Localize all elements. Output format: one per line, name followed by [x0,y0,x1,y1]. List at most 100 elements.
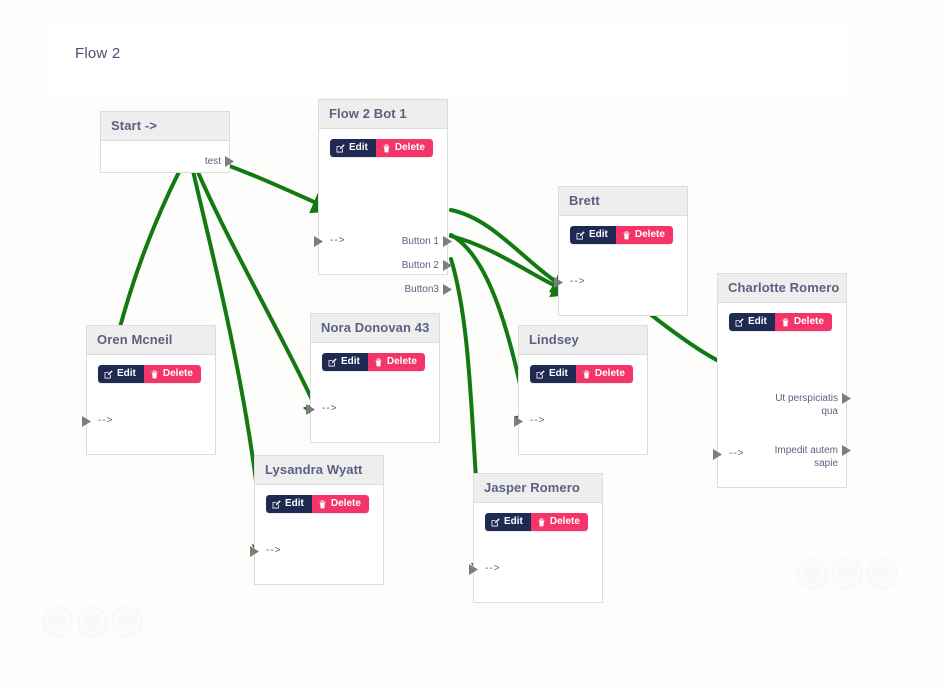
trash-icon [383,143,390,152]
port-connector-icon [842,393,851,404]
port-connector-icon [842,445,851,456]
node-body: Edit Delete --> [250,485,383,585]
flow-edge[interactable] [449,208,576,295]
node-input-port[interactable]: --> [570,276,586,287]
pencil-square-icon [576,230,585,239]
node-action-row: Edit Delete [485,513,588,531]
delete-button[interactable]: Delete [311,495,369,513]
node-input-port[interactable]: --> [485,563,501,574]
node-output-port[interactable]: Ut perspiciatis qua [775,393,838,417]
port-connector-icon [443,284,452,295]
edit-button[interactable]: Edit [266,495,312,513]
edit-button[interactable]: Edit [729,313,775,331]
delete-button[interactable]: Delete [375,139,433,157]
node-output-port[interactable]: Button3 [404,284,439,295]
edit-button[interactable]: Edit [98,365,144,383]
node-output-port[interactable]: Impedit autem sapie [774,445,838,469]
delete-button-label: Delete [634,229,665,240]
node-action-row: Edit Delete [98,365,201,383]
node-input-port[interactable]: --> [98,415,114,426]
node-body: Edit Delete --> [82,355,215,455]
flow-node-flow2bot1[interactable]: Flow 2 Bot 1 Edit Delete --> Button 1 Button … [314,99,452,295]
edit-button[interactable]: Edit [570,226,616,244]
node-title: Flow 2 Bot 1 [319,100,447,129]
edit-button[interactable]: Edit [485,513,531,531]
pencil-square-icon [336,143,345,152]
node-body: Edit Delete --> [469,503,602,603]
node-title: Lindsey [519,326,647,355]
trash-icon [538,517,545,526]
delete-button-label: Delete [162,368,193,379]
pencil-square-icon [536,369,545,378]
delete-button-label: Delete [793,316,824,327]
node-input-port[interactable]: --> [729,448,745,459]
edit-button[interactable]: Edit [322,353,368,371]
edit-button-label: Edit [748,316,767,327]
node-title: Oren Mcneil [87,326,215,355]
port-connector-icon [225,156,234,167]
delete-button-label: Delete [330,498,361,509]
node-title: Brett [559,187,687,216]
port-connector-icon [469,564,478,575]
trash-icon [375,357,382,366]
edit-button-label: Edit [341,356,360,367]
node-body: Edit Delete --> Button 1 Button 2 Button3 [314,129,452,295]
node-body: Edit Delete --> [306,343,439,443]
node-input-port[interactable]: --> [266,545,282,556]
flow-header-band: Flow 2 [45,22,846,97]
port-connector-icon [306,404,315,415]
node-input-port[interactable]: --> [322,403,338,414]
node-output-port[interactable]: Button 2 [401,260,439,271]
pencil-square-icon [328,357,337,366]
delete-button[interactable]: Delete [575,365,633,383]
node-title: Charlotte Romero [718,274,846,303]
delete-button-label: Delete [594,368,625,379]
node-input-port[interactable]: --> [330,235,346,246]
edit-button-label: Edit [504,516,523,527]
edit-button-label: Edit [117,368,136,379]
port-connector-icon [713,449,722,460]
trash-icon [583,369,590,378]
delete-button[interactable]: Delete [367,353,425,371]
node-title: Start -> [101,112,229,141]
flow-edge[interactable] [449,234,576,298]
node-action-row: Edit Delete [729,313,832,331]
port-connector-icon [514,416,523,427]
port-connector-icon [443,236,452,247]
port-connector-icon [554,277,563,288]
edit-button[interactable]: Edit [330,139,376,157]
node-action-row: Edit Delete [530,365,633,383]
flow-node-start[interactable]: Start -> test [100,111,234,173]
node-output-port[interactable]: test [204,156,221,167]
edit-button-label: Edit [285,498,304,509]
node-output-port[interactable]: Button 1 [401,236,439,247]
node-input-port[interactable]: --> [530,415,546,426]
port-connector-icon [82,416,91,427]
delete-button[interactable]: Delete [774,313,832,331]
edit-button[interactable]: Edit [530,365,576,383]
node-action-row: Edit Delete [330,139,433,157]
trash-icon [151,369,158,378]
edit-button-label: Edit [349,142,368,153]
delete-button[interactable]: Delete [143,365,201,383]
node-action-row: Edit Delete [570,226,673,244]
pencil-square-icon [491,517,500,526]
edit-button-label: Edit [549,368,568,379]
node-body: Edit Delete --> [514,355,647,455]
delete-button-label: Delete [394,142,425,153]
trash-icon [623,230,630,239]
node-title: Lysandra Wyatt [255,456,383,485]
node-action-row: Edit Delete [322,353,425,371]
delete-button[interactable]: Delete [530,513,588,531]
delete-button[interactable]: Delete [615,226,673,244]
